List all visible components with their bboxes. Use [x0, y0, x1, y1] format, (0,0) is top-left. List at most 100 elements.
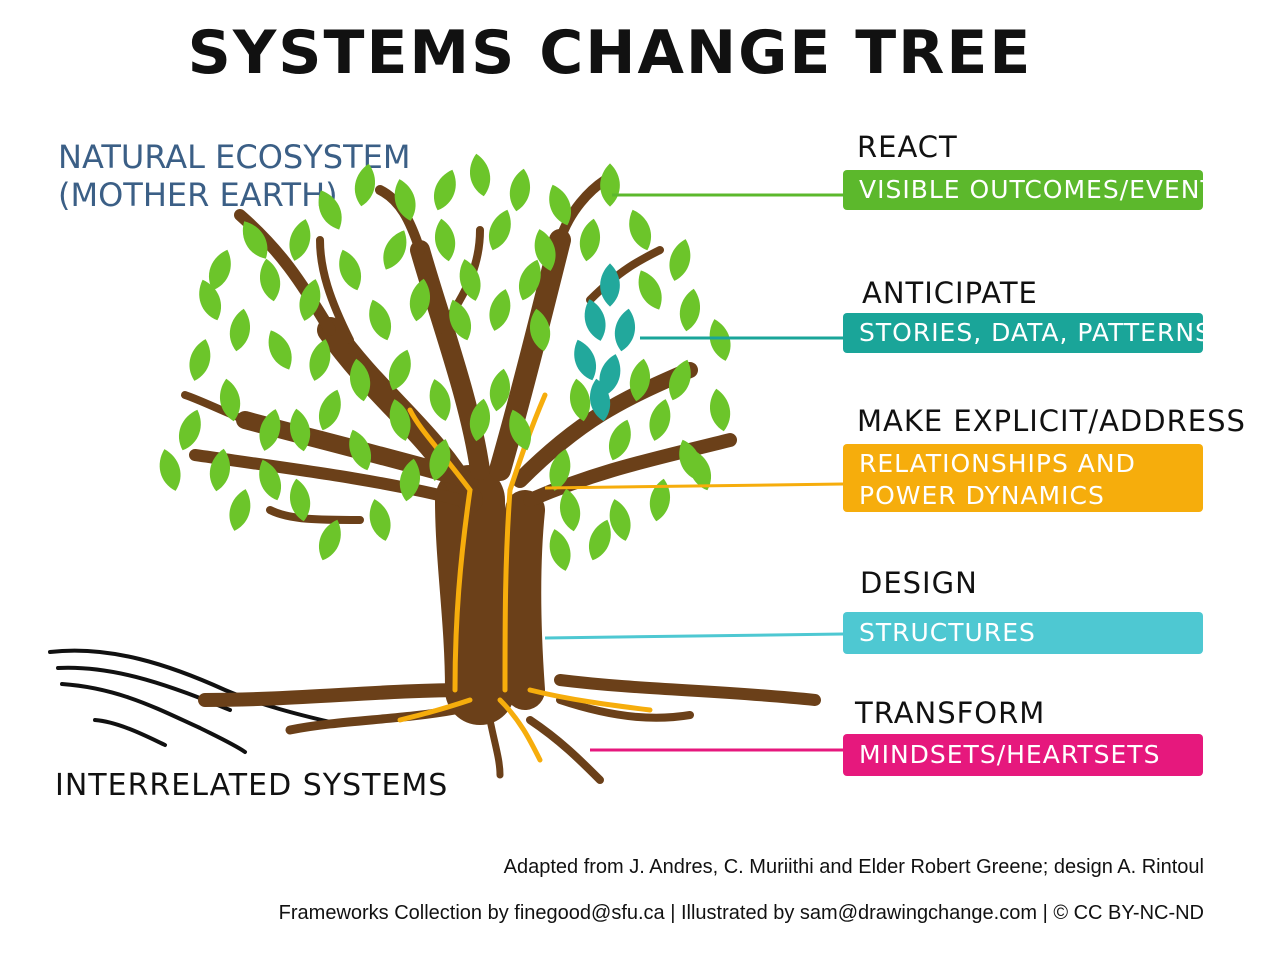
credit-frameworks: Frameworks Collection by finegood@sfu.ca…: [278, 902, 1204, 924]
leaf: [600, 163, 620, 207]
leaf: [399, 458, 421, 502]
bar-stories-data-patterns: STORIES, DATA, PATTERNS: [843, 313, 1211, 353]
heading-anticipate: ANTICIPATE: [862, 276, 1038, 310]
leaf: [549, 449, 571, 491]
leaf: [389, 399, 411, 441]
bar-relationships-line1: RELATIONSHIPS AND: [859, 449, 1136, 478]
bar-structures: STRUCTURES: [843, 612, 1203, 654]
leaf: [383, 230, 407, 270]
leaf: [229, 489, 251, 531]
ecosystem-line2: (MOTHER EARTH): [58, 176, 338, 214]
leaf: [259, 459, 282, 501]
leaf: [209, 448, 231, 492]
heading-transform: TRANSFORM: [855, 696, 1046, 730]
leaf: [459, 259, 481, 301]
leaf: [208, 249, 231, 291]
heading-make-explicit: MAKE EXPLICIT/ADDRESS: [857, 404, 1246, 438]
interrelated-systems-label: INTERRELATED SYSTEMS: [55, 768, 449, 803]
leaf: [449, 299, 472, 341]
natural-ecosystem-label: NATURAL ECOSYSTEM (MOTHER EARTH): [58, 138, 410, 214]
leaf: [559, 488, 581, 532]
leaf: [394, 179, 416, 221]
leaf: [434, 218, 456, 262]
leaf: [638, 270, 662, 310]
connector-relationships: [544, 482, 844, 490]
credit-adapted: Adapted from J. Andres, C. Muriithi and …: [503, 856, 1204, 878]
leaf: [509, 409, 532, 451]
leaf: [488, 209, 511, 251]
heading-design: DESIGN: [860, 566, 978, 600]
leaf: [289, 408, 311, 452]
leaf-teal: [599, 354, 621, 396]
leaf: [649, 478, 671, 522]
leaf: [318, 519, 341, 561]
leaf: [649, 399, 671, 441]
leaf: [318, 389, 341, 431]
leaf: [629, 358, 651, 402]
leaf-teal: [589, 378, 611, 422]
leaf: [299, 279, 321, 321]
leaf: [549, 184, 572, 226]
leaf: [549, 529, 571, 571]
leaf: [469, 398, 491, 442]
leaf-teal: [600, 263, 620, 307]
leaf: [268, 330, 292, 370]
leaf: [608, 419, 631, 461]
leaf: [409, 278, 431, 322]
leaf: [579, 218, 601, 262]
leaf: [318, 190, 342, 230]
leaf: [433, 169, 456, 211]
leaf: [489, 368, 511, 412]
leaf: [349, 429, 372, 471]
connector-structures: [544, 632, 844, 640]
leaf: [569, 378, 591, 422]
leaf: [629, 209, 652, 251]
bar-mindsets-heartsets: MINDSETS/HEARTSETS: [843, 734, 1203, 776]
leaf: [669, 239, 691, 281]
interrelated-systems-lines: [48, 648, 332, 754]
leaf: [339, 249, 362, 291]
leaf: [369, 299, 392, 341]
leaf: [469, 153, 491, 197]
leaf: [354, 163, 376, 207]
leaf: [429, 439, 451, 481]
leaf: [289, 478, 311, 522]
tree-leaves: [159, 153, 731, 571]
ecosystem-line1: NATURAL ECOSYSTEM: [58, 138, 411, 176]
leaf: [199, 279, 222, 321]
leaf: [242, 221, 268, 259]
connector-lines: [544, 193, 844, 752]
leaf: [509, 168, 531, 212]
leaf: [529, 308, 551, 352]
leaf: [709, 319, 731, 361]
leaf: [349, 358, 371, 402]
leaf: [369, 499, 391, 541]
leaf: [219, 378, 241, 422]
leaf-teal: [584, 299, 606, 341]
leaf: [159, 449, 181, 491]
leaf: [189, 339, 211, 381]
leaf: [534, 229, 556, 271]
leaf: [689, 449, 712, 491]
leaf: [609, 499, 631, 541]
page-title: SYSTEMS CHANGE TREE: [187, 18, 1033, 88]
leaf: [588, 519, 611, 561]
leaf: [518, 259, 541, 301]
bar-relationships-line2: POWER DYNAMICS: [859, 481, 1105, 510]
leaf: [429, 379, 451, 421]
bar-visible-outcomes: VISIBLE OUTCOMES/EVENTS: [843, 170, 1233, 210]
leaf: [309, 339, 331, 381]
leaf: [489, 289, 511, 331]
leaf: [259, 409, 281, 451]
leaf: [709, 388, 731, 432]
leaf: [178, 409, 201, 451]
leaf: [388, 349, 411, 391]
leaf: [289, 219, 311, 261]
leaf: [668, 359, 691, 401]
leaf: [259, 258, 281, 302]
leaf: [229, 308, 251, 352]
leaf-teal: [574, 339, 597, 381]
bar-relationships-power: RELATIONSHIPS AND POWER DYNAMICS: [843, 444, 1203, 512]
heading-react: REACT: [857, 130, 958, 164]
